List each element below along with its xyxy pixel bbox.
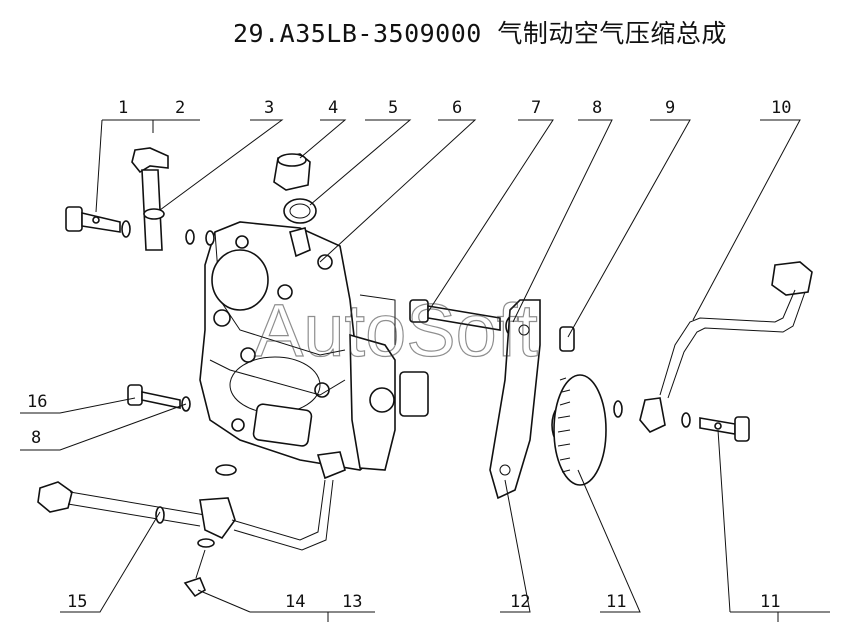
callout-9: 9	[665, 98, 675, 118]
callout-labels: 1 2 3 4 5 6 7 8 9 10 16 8 15 14 13 12 11…	[27, 98, 791, 612]
callout-6: 6	[452, 98, 462, 118]
left-banjo-assembly	[65, 147, 215, 251]
callout-11: 11	[606, 592, 626, 612]
callout-15: 15	[67, 592, 87, 612]
callout-2: 2	[175, 98, 185, 118]
lower-bolt	[127, 384, 191, 412]
callout-5: 5	[388, 98, 398, 118]
callout-14: 14	[285, 592, 305, 612]
top-fitting	[273, 153, 317, 258]
callout-8: 8	[592, 98, 602, 118]
callout-13: 13	[342, 592, 362, 612]
bottom-hose-assembly	[37, 451, 346, 598]
diagram-title: 29.A35LB-3509000 气制动空气压缩总成	[233, 19, 727, 48]
callout-12: 12	[510, 592, 530, 612]
watermark-text: AutoSoft	[254, 289, 538, 372]
callout-1: 1	[118, 98, 128, 118]
gasket	[489, 299, 541, 500]
callout-4: 4	[328, 98, 338, 118]
compressor-body	[199, 221, 429, 471]
leader-lines	[20, 119, 830, 622]
callout-11-right: 11	[760, 592, 780, 612]
callout-10: 10	[771, 98, 791, 118]
callout-16: 16	[27, 392, 47, 412]
callout-8-lower: 8	[31, 428, 41, 448]
drive-gear	[551, 374, 623, 486]
right-pipe-assembly	[639, 261, 813, 442]
callout-7: 7	[531, 98, 541, 118]
callout-3: 3	[264, 98, 274, 118]
